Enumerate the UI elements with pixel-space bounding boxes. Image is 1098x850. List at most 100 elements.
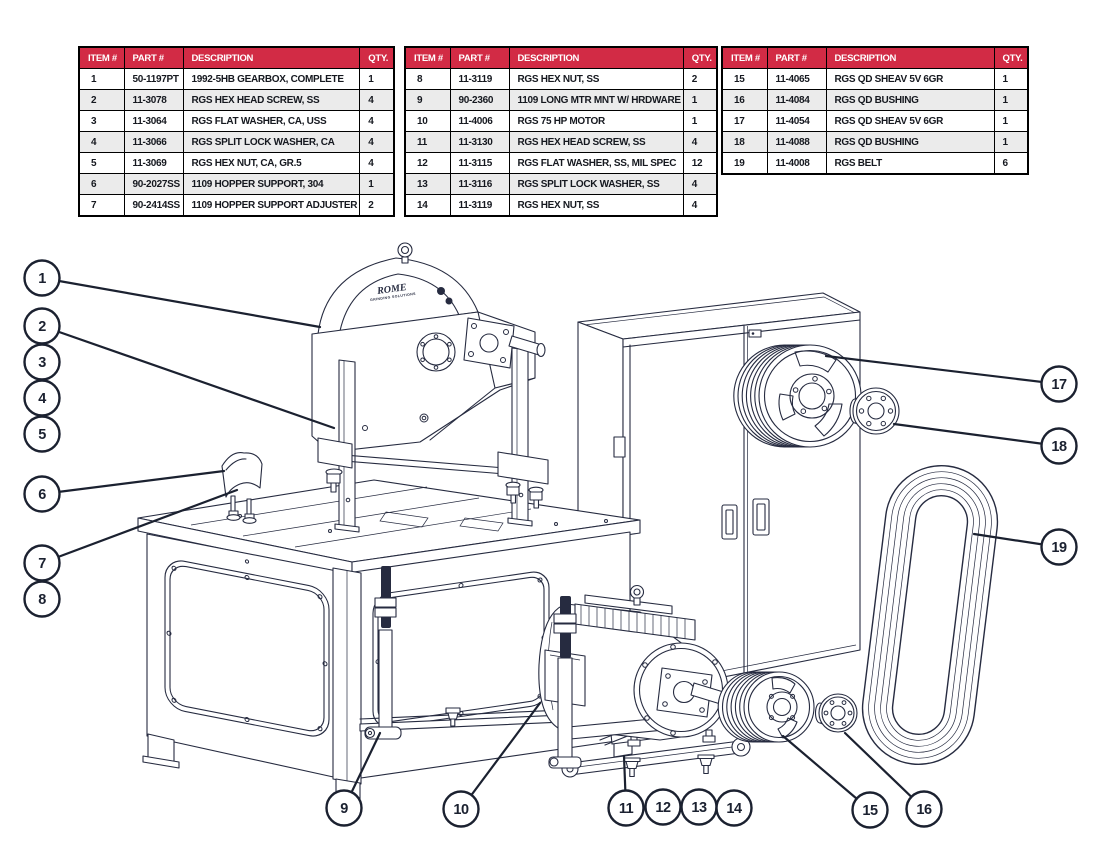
leader-line-18 xyxy=(892,422,1061,448)
callout-number: 7 xyxy=(38,556,46,572)
callout-number: 9 xyxy=(340,801,348,817)
callout-14: 14 xyxy=(715,789,753,827)
column-header: DESCRIPTION xyxy=(825,46,995,69)
door-handle-right xyxy=(752,498,770,536)
callout-18: 18 xyxy=(1040,427,1078,465)
gearbox-logo-subtext: GRINDING SOLUTIONS xyxy=(370,292,416,302)
table-cell: 1 xyxy=(359,68,395,90)
column-header: DESCRIPTION xyxy=(182,46,361,69)
table-cell: 6 xyxy=(993,152,1029,175)
table-cell: 1 xyxy=(993,110,1029,132)
callout-10: 10 xyxy=(442,790,480,828)
column-header: QTY. xyxy=(682,46,718,69)
callout-number: 4 xyxy=(38,391,46,407)
callout-number: 19 xyxy=(1051,540,1067,556)
qd-bushing-lower xyxy=(814,693,858,733)
callout-number: 17 xyxy=(1051,377,1067,393)
stand-window-left xyxy=(164,559,330,737)
callout-2: 2 xyxy=(23,307,61,345)
column-header: PART # xyxy=(766,46,827,69)
callout-number: 11 xyxy=(619,801,634,817)
gearbox-eyebolt xyxy=(397,242,413,264)
hopper-support-adjuster xyxy=(364,566,402,740)
leader-line-7 xyxy=(40,488,239,565)
leader-line-6 xyxy=(40,469,226,496)
table-cell: 90-2414SS xyxy=(123,194,184,217)
callout-12: 12 xyxy=(644,788,682,826)
callout-9: 9 xyxy=(325,789,363,827)
callout-number: 1 xyxy=(38,271,46,287)
table-cell: 1109 HOPPER SUPPORT ADJUSTER xyxy=(182,194,361,217)
motor-adjuster-rod xyxy=(548,596,582,769)
callout-number: 3 xyxy=(38,355,46,371)
callout-number: 12 xyxy=(655,800,671,816)
callout-19: 19 xyxy=(1040,528,1078,566)
table-cell: 7 xyxy=(78,194,125,217)
leader-line-15 xyxy=(781,734,872,812)
leader-line-17 xyxy=(824,354,1061,386)
callout-16: 16 xyxy=(905,790,943,828)
leader-line-10 xyxy=(459,701,542,811)
callout-3: 3 xyxy=(23,343,61,381)
qd-sheave-upper xyxy=(733,344,862,448)
column-header: ITEM # xyxy=(721,46,768,69)
table-cell: 13 xyxy=(404,173,451,195)
gearbox-logo: ROME GRINDING SOLUTIONS xyxy=(370,282,416,302)
table-cell: 1 xyxy=(359,173,395,195)
callout-15: 15 xyxy=(851,791,889,829)
table-cell: 2 xyxy=(359,194,395,217)
callout-number: 15 xyxy=(862,803,878,819)
qd-bushing-upper xyxy=(849,387,900,435)
motor-eyebolt xyxy=(629,584,645,606)
leader-line-1 xyxy=(40,276,322,329)
callout-number: 2 xyxy=(38,319,46,335)
callout-number: 6 xyxy=(38,487,46,503)
hopper-support xyxy=(221,451,263,524)
callout-4: 4 xyxy=(23,379,61,417)
motor xyxy=(538,584,735,769)
callout-number: 13 xyxy=(691,800,707,816)
callout-17: 17 xyxy=(1040,365,1078,403)
table-cell: 4 xyxy=(682,173,718,195)
callout-8: 8 xyxy=(23,580,61,618)
leader-line-2 xyxy=(40,324,336,430)
callout-number: 10 xyxy=(453,802,469,818)
table-cell: 4 xyxy=(682,194,718,217)
callout-6: 6 xyxy=(23,475,61,513)
callout-7: 7 xyxy=(23,544,61,582)
table-cell: 11-4088 xyxy=(766,131,827,153)
table-cell: 1 xyxy=(993,131,1029,153)
callout-number: 14 xyxy=(726,801,742,817)
gearbox-logo-text: ROME xyxy=(376,282,408,297)
qd-sheave-lower xyxy=(717,671,815,743)
callout-11: 11 xyxy=(607,789,645,827)
callout-13: 13 xyxy=(680,788,718,826)
table-cell: RGS QD BUSHING xyxy=(825,131,995,153)
column-header: ITEM # xyxy=(78,46,125,69)
callout-5: 5 xyxy=(23,415,61,453)
gearbox-mount-bolts xyxy=(325,468,544,509)
callout-number: 18 xyxy=(1051,439,1067,455)
gearbox: ROME GRINDING SOLUTIONS xyxy=(311,242,549,533)
door-handle-left xyxy=(721,504,738,540)
